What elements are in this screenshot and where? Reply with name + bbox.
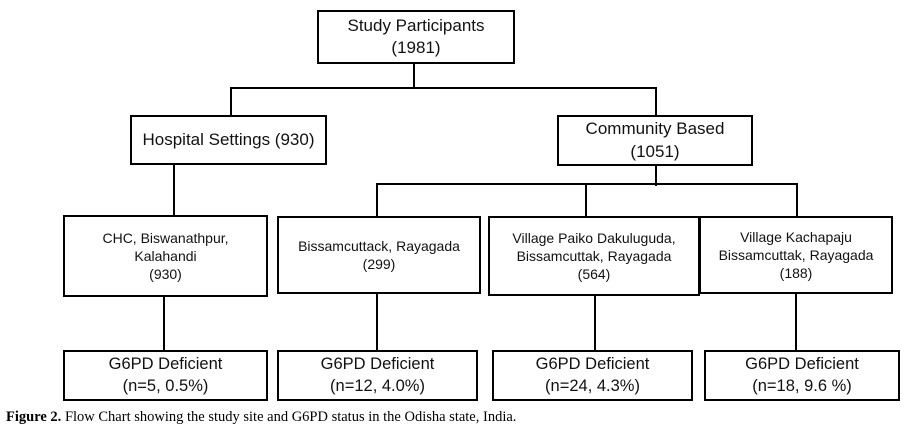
result-box-site-4: G6PD Deficient (n=18, 9.6 %) (704, 350, 900, 401)
figure-caption-text: Flow Chart showing the study site and G6… (61, 409, 517, 425)
figure-caption-label: Figure 2. (6, 409, 62, 425)
connector-site4-to-result (795, 294, 797, 350)
site-box-kachapaju: Village Kachapaju Bissamcuttak, Rayagada… (699, 216, 893, 294)
result-title: G6PD Deficient (108, 355, 223, 374)
site-count: (930) (149, 266, 182, 283)
site-line: Kalahandi (134, 247, 197, 264)
site-box-chc-biswanathpur: CHC, Biswanathpur, Kalahandi (930) (63, 215, 268, 297)
community-based-title: Community Based (585, 119, 725, 139)
result-box-site-3: G6PD Deficient (n=24, 4.3%) (492, 350, 693, 401)
result-title: G6PD Deficient (745, 355, 859, 374)
site-count: (564) (577, 266, 611, 283)
result-value: (n=18, 9.6 %) (752, 376, 852, 395)
connector-to-community (655, 87, 657, 115)
site-box-bissamcuttack: Bissamcuttack, Rayagada (299) (277, 216, 481, 294)
site-line: CHC, Biswanathpur, (102, 229, 229, 246)
connector-to-hospital (230, 87, 232, 115)
connector-site3-to-result (594, 296, 596, 350)
site-line: Bissamcuttack, Rayagada (298, 237, 460, 254)
site-count: (299) (362, 256, 396, 272)
site-line: Bissamcuttak, Rayagada (516, 247, 672, 264)
site-line: Village Paiko Dakuluguda, (512, 229, 676, 246)
figure-caption: Figure 2. Flow Chart showing the study s… (6, 409, 516, 426)
result-value: (n=24, 4.3%) (545, 376, 640, 395)
result-box-site-1: G6PD Deficient (n=5, 0.5%) (63, 350, 268, 401)
result-value: (n=12, 4.0%) (330, 376, 425, 395)
result-box-site-2: G6PD Deficient (n=12, 4.0%) (277, 350, 478, 401)
result-value: (n=5, 0.5%) (122, 376, 209, 395)
connector-community-down (655, 166, 657, 186)
hospital-settings-box: Hospital Settings (930) (130, 115, 327, 165)
study-participants-count: (1981) (391, 38, 441, 57)
site-line: Village Kachapaju (740, 228, 852, 245)
study-participants-title: Study Participants (347, 15, 485, 35)
connector-to-site-4 (796, 183, 798, 216)
site-count: (188) (779, 265, 813, 282)
connector-root-down (413, 64, 415, 88)
connector-site2-to-result (376, 294, 378, 350)
hospital-settings-label: Hospital Settings (930) (142, 129, 315, 149)
community-based-box: Community Based (1051) (557, 115, 753, 166)
site-line: Bissamcuttak, Rayagada (718, 246, 874, 263)
connector-site1-to-result (163, 297, 165, 350)
result-title: G6PD Deficient (535, 355, 650, 374)
connector-to-site-2 (376, 183, 378, 216)
connector-hospital-to-chc (173, 165, 175, 215)
connector-to-site-3 (585, 183, 587, 216)
study-participants-box: Study Participants (1981) (317, 10, 515, 64)
site-box-paiko-dakuluguda: Village Paiko Dakuluguda, Bissamcuttak, … (488, 216, 700, 296)
result-title: G6PD Deficient (320, 355, 435, 374)
connector-level2-horizontal (376, 183, 798, 185)
connector-level1-horizontal (230, 87, 657, 89)
community-based-count: (1051) (630, 141, 680, 161)
